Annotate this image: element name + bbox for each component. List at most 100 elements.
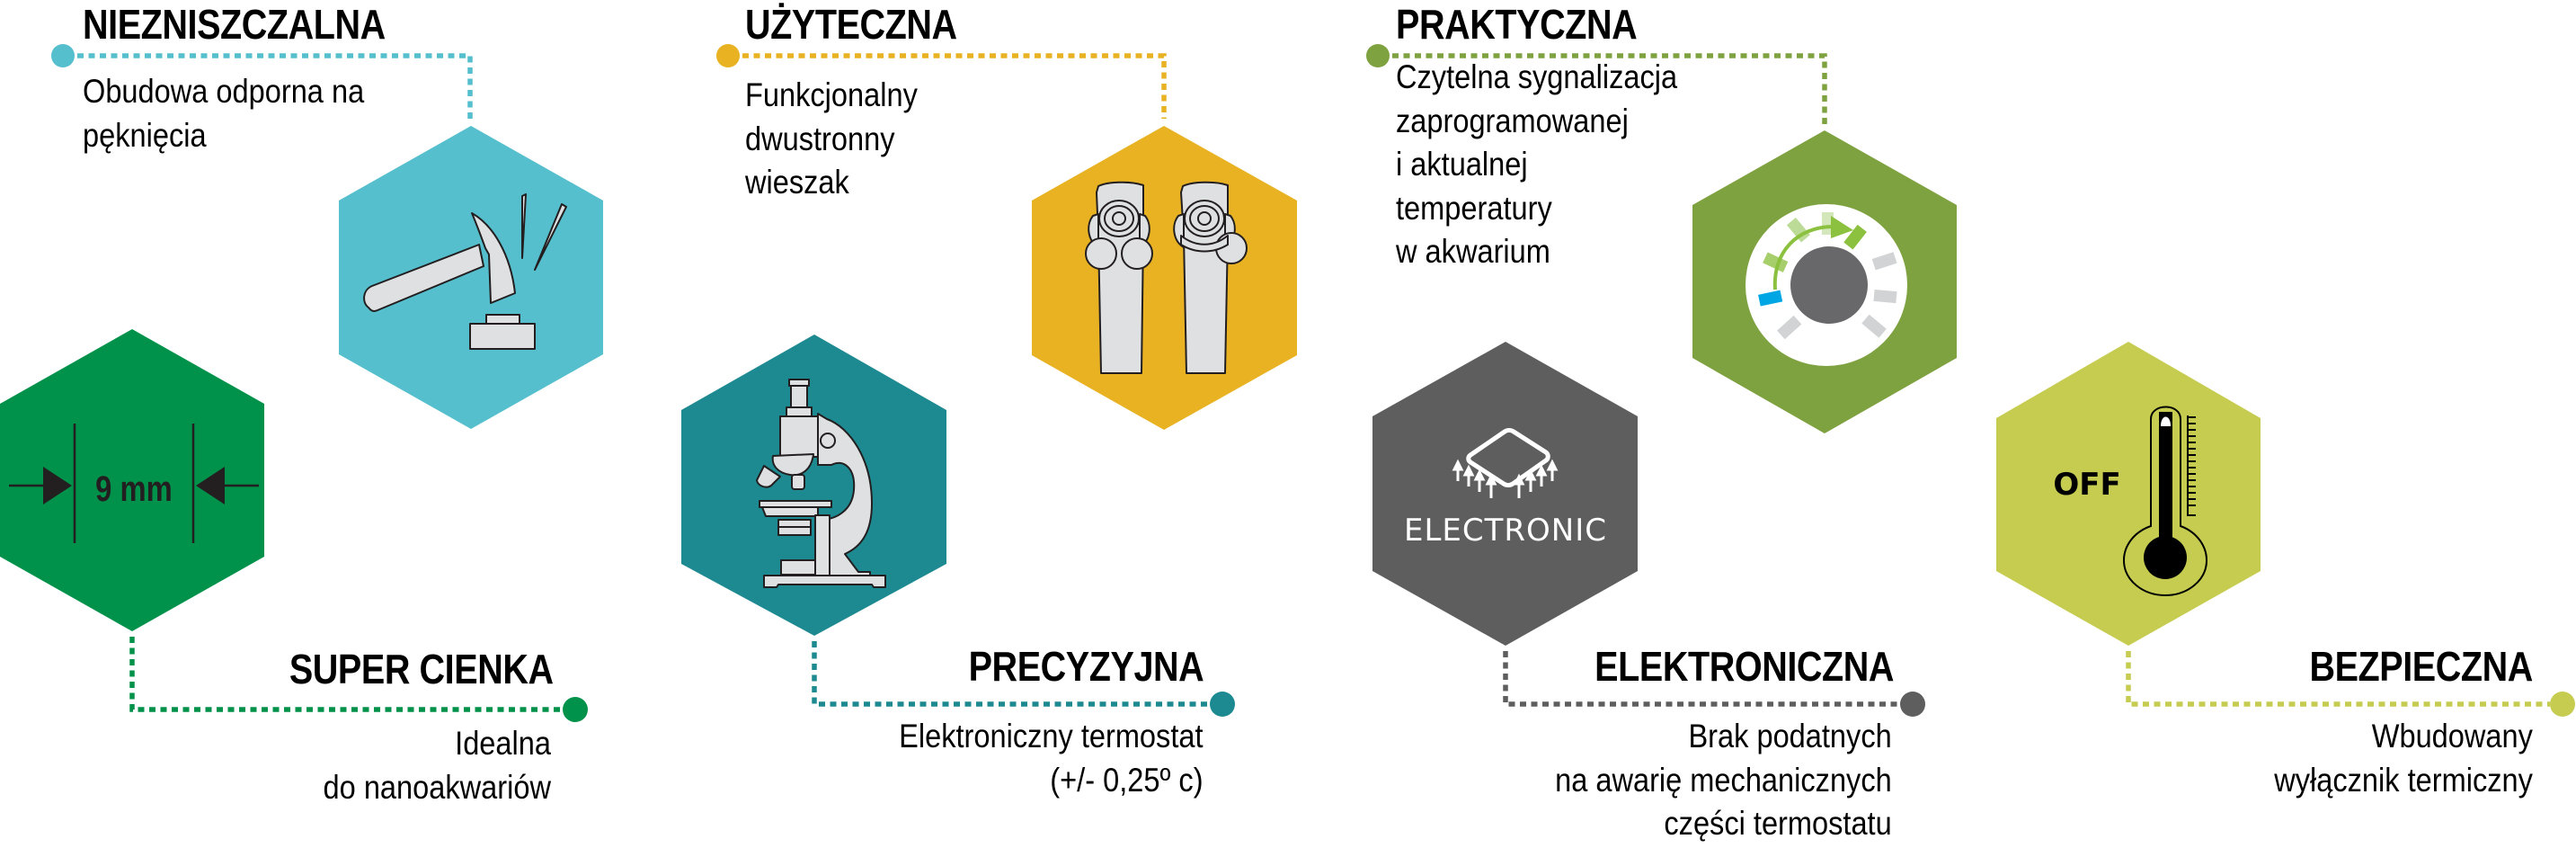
icon-part [817,413,873,576]
feature-super-cienka: 9 mm [0,329,588,722]
icon-part [759,500,832,508]
dial-segment [1763,252,1789,272]
microscope-icon [756,379,886,588]
icon-part [814,514,831,577]
dial-knob [1790,246,1868,324]
hexagon [1372,342,1638,646]
dial-segment [1777,315,1802,340]
description-line: Brak podatnych [1688,718,1892,754]
connector-dot [716,44,740,67]
icon-part [763,575,886,588]
description-line: Obudowa odporna na [83,73,365,110]
description-line: części termostatu [1664,805,1892,842]
icon-part [771,453,814,477]
icon-part [534,203,567,271]
feature-title: NIEZNISZCZALNA [83,1,386,48]
connector-dotted-line [742,53,1167,119]
description-line: na awarię mechanicznych [1555,761,1892,799]
dial-segment [1873,289,1897,304]
thickness-icon: 9 mm [9,424,259,543]
description-line: wyłącznik termiczny [2274,761,2533,799]
icon-part [761,506,819,517]
feature-description: Brak podatnych na awarię mechanicznych c… [1555,715,1892,846]
description-line: Funkcjonalny [745,76,918,113]
icon-part [780,559,816,576]
description-line: temperatury [1396,189,1552,227]
dial-segment [1871,252,1897,271]
icon-part [1085,237,1117,270]
description-line: (+/- 0,25º c) [1050,761,1204,799]
connector-dot [2550,692,2575,717]
connector-dot [1900,692,1925,717]
feature-praktyczna [1366,44,1957,433]
icon-part [777,526,812,536]
description-line: Elektroniczny termostat [899,718,1204,754]
dial-arrow [1772,225,1834,290]
description-line: zaprogramowanej [1396,102,1629,139]
feature-description: Czytelna sygnalizacja zaprogramowanej i … [1396,56,1677,274]
icon-part [471,212,516,304]
chip-label: ELECTRONIC [1404,513,1607,549]
thickness-value: 9 mm [95,469,173,509]
feature-elektroniczna: ELECTRONIC [1372,342,1925,717]
icon-part [788,379,810,387]
connector-dot [51,44,75,67]
connector-dotted-line [1503,651,1901,707]
connector-dot [1210,692,1235,717]
feature-description: Funkcjonalny dwustronny wieszak [745,74,918,205]
dial-segment [1758,290,1783,307]
description-line: pęknięcia [83,116,207,154]
hexagon [1996,342,2261,646]
icon-part [1121,237,1153,270]
feature-title: PRAKTYCZNA [1396,1,1638,48]
feature-title: ELEKTRONICZNA [1594,643,1894,690]
connector-dotted-line [1392,53,1827,124]
feature-bezpieczna: OFF [1996,342,2575,717]
feature-title: UŻYTECZNA [745,1,957,48]
icon-part [779,415,819,458]
chip-icon: ELECTRONIC [1404,428,1607,549]
icon-part [1197,211,1212,226]
hexagon [1032,126,1297,430]
feature-uzyteczna [716,44,1297,430]
feature-description: Wbudowany wyłącznik termiczny [2274,715,2533,802]
feature-precyzyjna [681,335,1235,717]
icon-part [756,465,781,488]
hammer-icon [363,193,567,350]
icon-part [1180,235,1229,253]
icon-part [777,519,812,528]
icon-part [820,433,836,449]
feature-title: BEZPIECZNA [2309,643,2534,690]
description-line: wieszak [745,164,849,201]
hanger-clip-icon [1085,181,1248,374]
description-line: w akwarium [1396,233,1550,270]
description-line: dwustronny [745,120,895,157]
description-line: i aktualnej [1396,146,1528,183]
icon-part [790,385,808,408]
dial-arrow-head [1831,216,1853,238]
description-line: Wbudowany [2371,718,2533,754]
feature-description: Idealna do nanoakwariów [324,722,551,809]
hexagon [339,126,603,429]
connector-dot [1366,44,1390,67]
off-label: OFF [2053,467,2120,503]
hexagon [0,329,264,631]
connector-dotted-line [812,641,1209,707]
connector-dotted-line [129,637,562,712]
hexagon [681,335,946,636]
icon-part [786,406,813,417]
temperature-dial-icon [1745,204,1907,366]
icon-part [791,474,805,490]
dial-segment [1786,217,1810,243]
dial-segment [1861,314,1887,338]
feature-niezniszczalna [51,44,603,429]
description-line: Czytelna sygnalizacja [1396,58,1678,95]
dial-segment [1822,212,1834,235]
dial-segment [1843,224,1867,250]
feature-title: SUPER CIENKA [289,646,554,692]
feature-description: Obudowa odporna na pęknięcia [83,70,364,157]
description-line: Idealna [455,725,551,762]
feature-description: Elektroniczny termostat (+/- 0,25º c) [900,715,1204,802]
icon-part [363,244,484,312]
